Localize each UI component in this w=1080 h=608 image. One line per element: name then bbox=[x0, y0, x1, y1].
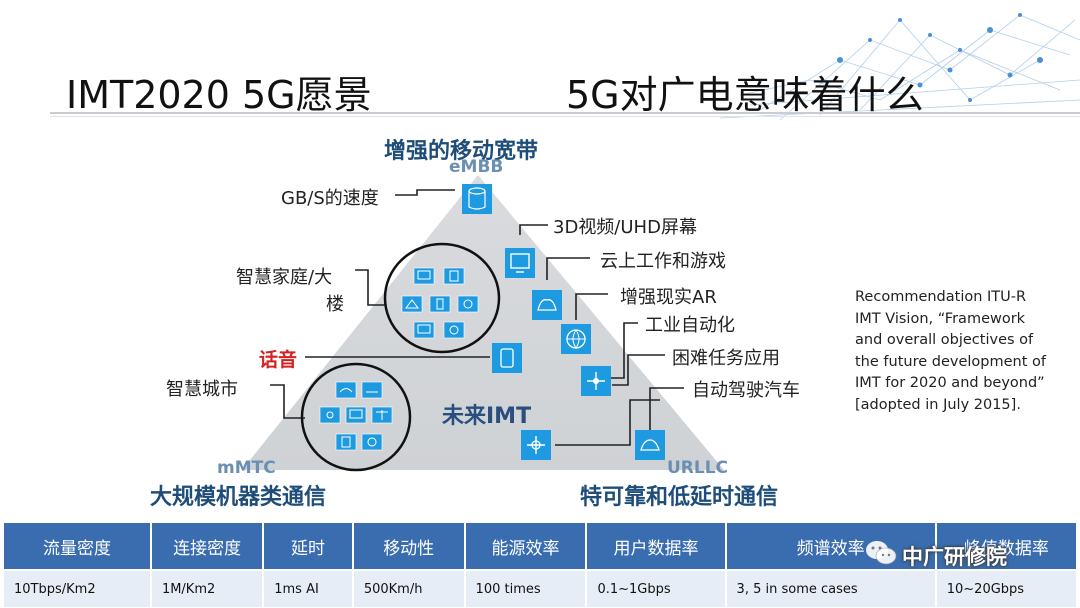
camera-icon bbox=[443, 321, 465, 339]
value-spectrum-efficiency: 3, 5 in some cases bbox=[726, 571, 935, 607]
connector-video bbox=[519, 224, 548, 235]
car-icon bbox=[361, 381, 383, 399]
embb-abbr: eMBB bbox=[449, 157, 504, 177]
house-icon bbox=[401, 295, 423, 313]
header-user-data-rate: 用户数据率 bbox=[587, 523, 725, 571]
uhd-screen-icon bbox=[505, 248, 535, 278]
bin-icon bbox=[335, 433, 357, 451]
value-mobility: 500Km/h bbox=[353, 571, 464, 607]
title-divider-thin bbox=[50, 116, 1080, 117]
connector-mission bbox=[612, 354, 665, 386]
mmtc-label: 大规模机器类通信 bbox=[150, 485, 327, 510]
header-connection-density: 连接密度 bbox=[151, 523, 263, 571]
connector-industry bbox=[610, 322, 638, 379]
connector-cloud bbox=[546, 257, 590, 280]
table-row: 10Tbps/Km2 1M/Km2 1ms AI 500Km/h 100 tim… bbox=[4, 571, 1076, 607]
wechat-icon bbox=[866, 541, 897, 565]
value-latency: 1ms AI bbox=[264, 571, 352, 607]
gamepad-icon bbox=[532, 290, 562, 320]
signal-icon bbox=[319, 406, 341, 424]
connector-autodrive-2 bbox=[649, 387, 684, 430]
smart-home-circle bbox=[383, 242, 501, 354]
note-line: and overall objectives of bbox=[855, 332, 1034, 348]
page-title: IMT2020 5G愿景 bbox=[66, 73, 372, 117]
header-spectrum-efficiency: 频谱效率 bbox=[726, 523, 935, 571]
meter-icon bbox=[335, 381, 357, 399]
future-imt-label: 未来IMT bbox=[442, 404, 532, 429]
gbs-speed-label: GB/S的速度 bbox=[281, 188, 379, 209]
value-energy-efficiency: 100 times bbox=[465, 571, 586, 607]
value-traffic-density: 10Tbps/Km2 bbox=[4, 571, 150, 607]
connector-gbs bbox=[395, 189, 455, 196]
urllc-label: 特可靠和低延时通信 bbox=[580, 485, 779, 510]
smart-city-circle bbox=[300, 362, 412, 472]
network-decoration bbox=[720, 13, 1080, 121]
bus-icon bbox=[345, 406, 367, 424]
smart-home-label-1: 智慧家庭/大 bbox=[236, 267, 333, 288]
embb-label: 增强的移动宽带 bbox=[384, 139, 539, 164]
autonomous-driving-label: 自动驾驶汽车 bbox=[692, 380, 800, 401]
note-line: Recommendation ITU-R bbox=[855, 289, 1027, 305]
lamp-icon bbox=[457, 295, 479, 313]
urllc-abbr: URLLC bbox=[667, 458, 729, 478]
connector-ar bbox=[575, 293, 608, 320]
monitor-icon bbox=[413, 321, 435, 339]
ar-label: 增强现实AR bbox=[620, 287, 717, 308]
header-traffic-density: 流量密度 bbox=[4, 523, 150, 571]
header-peak-data-rate: 峰值数据率 bbox=[936, 523, 1076, 571]
camera-city-icon bbox=[361, 433, 383, 451]
note-line: IMT Vision, “Framework bbox=[855, 310, 1026, 327]
mmtc-abbr: mMTC bbox=[217, 458, 276, 478]
header-energy-efficiency: 能源效率 bbox=[465, 523, 586, 571]
kpi-table: 流量密度 连接密度 延时 移动性 能源效率 用户数据率 频谱效率 峰值数据率 1… bbox=[2, 523, 1078, 607]
tv-icon bbox=[413, 267, 435, 285]
table-header-row: 流量密度 连接密度 延时 移动性 能源效率 用户数据率 频谱效率 峰值数据率 bbox=[4, 523, 1076, 571]
connector-smart-home bbox=[355, 269, 385, 306]
appliance-icon bbox=[443, 267, 465, 285]
page-subtitle: 5G对广电意味着什么 bbox=[566, 73, 924, 117]
watermark-text: 中广研修院 bbox=[902, 545, 1007, 569]
connector-autodrive bbox=[555, 399, 660, 446]
value-user-data-rate: 0.1~1Gbps bbox=[587, 571, 725, 607]
voice-label: 话音 bbox=[259, 349, 298, 371]
note-line: the future development of bbox=[855, 353, 1046, 370]
smart-city-label: 智慧城市 bbox=[166, 379, 238, 400]
header-mobility: 移动性 bbox=[353, 523, 464, 571]
connector-smart-city bbox=[270, 384, 305, 419]
voice-phone-icon bbox=[492, 343, 522, 373]
header-latency: 延时 bbox=[264, 523, 352, 571]
value-connection-density: 1M/Km2 bbox=[151, 571, 263, 607]
phone-icon bbox=[429, 295, 451, 313]
industry-automation-label: 工业自动化 bbox=[645, 315, 735, 336]
smart-home-label-2: 楼 bbox=[326, 294, 344, 315]
value-peak-data-rate: 10~20Gbps bbox=[936, 571, 1076, 607]
auto-car-icon bbox=[635, 430, 665, 460]
mission-critical-label: 困难任务应用 bbox=[672, 348, 780, 369]
itu-recommendation-note: Recommendation ITU-R IMT Vision, “Framew… bbox=[855, 287, 1070, 416]
cloud-gaming-label: 云上工作和游戏 bbox=[600, 251, 726, 272]
note-line: IMT for 2020 and beyond” bbox=[855, 375, 1045, 391]
uhd-video-label: 3D视频/UHD屏幕 bbox=[553, 217, 697, 238]
note-line: [adopted in July 2015]. bbox=[855, 396, 1021, 413]
title-divider bbox=[50, 112, 1080, 114]
